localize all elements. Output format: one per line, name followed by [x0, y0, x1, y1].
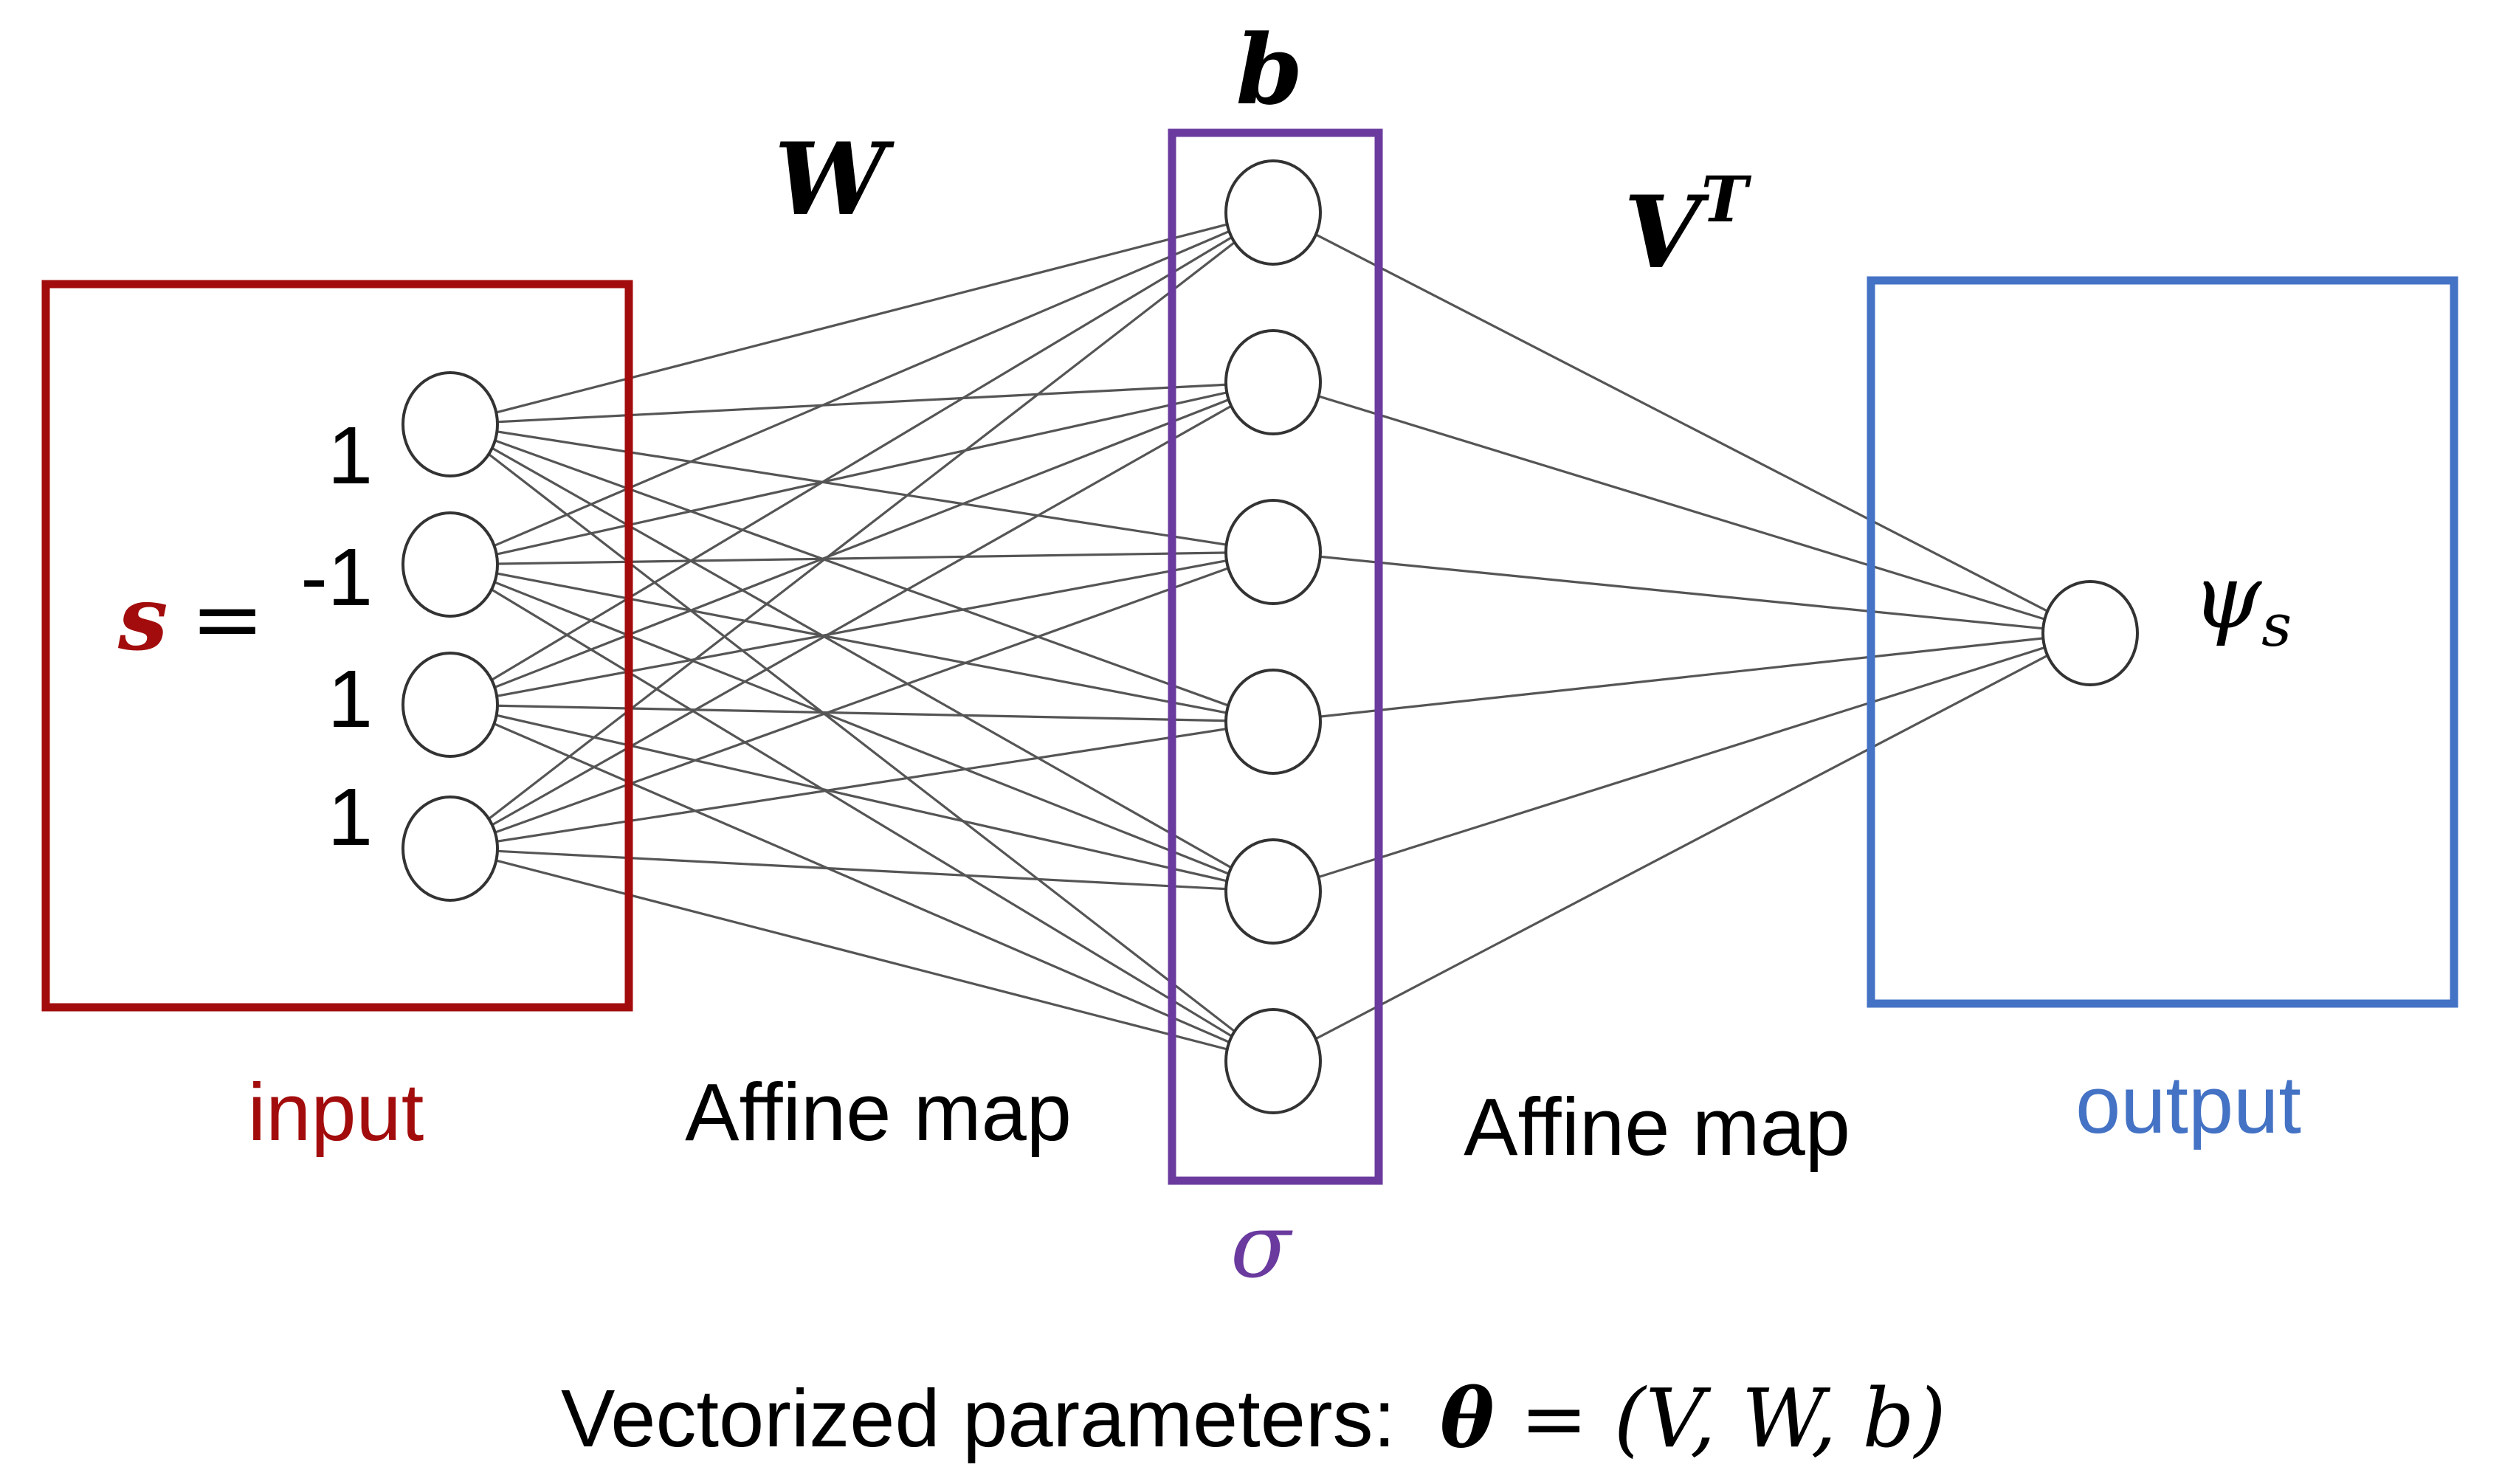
parameters-tuple: (V, W, b)	[1614, 1371, 1946, 1466]
edge-input-2-hidden-1	[449, 211, 1274, 566]
edge-input-2-hidden-5	[449, 563, 1274, 893]
input-value-4: 1	[328, 772, 373, 863]
edge-input-1-hidden-5	[449, 423, 1274, 893]
input-node-2	[402, 511, 499, 618]
hidden-node-3	[1224, 499, 1322, 605]
hidden-node-6	[1224, 1008, 1322, 1114]
edge-hidden-5-output	[1272, 632, 2091, 893]
edge-input-3-hidden-6	[449, 703, 1274, 1063]
hidden-node-5	[1224, 838, 1322, 945]
edge-hidden-2-output	[1272, 381, 2091, 635]
edge-input-2-hidden-4	[449, 563, 1274, 723]
output-label: output	[2075, 1060, 2301, 1150]
input-equals-sign: =	[190, 568, 265, 671]
edge-input-4-hidden-5	[449, 847, 1274, 893]
parameters-caption: Vectorized parameters: θ = (V, W, b)	[561, 1370, 1946, 1466]
parameters-equals: =	[1520, 1371, 1588, 1466]
edge-input-3-hidden-1	[449, 211, 1274, 706]
edge-input-3-hidden-4	[449, 703, 1274, 723]
edge-input-1-hidden-2	[449, 381, 1274, 426]
activation-sigma-symbol: σ	[1230, 1195, 1293, 1298]
edge-input-2-hidden-6	[449, 563, 1274, 1063]
edge-input-2-hidden-2	[449, 381, 1274, 566]
edge-input-4-hidden-6	[449, 847, 1274, 1063]
edge-hidden-1-output	[1272, 211, 2091, 635]
psi-symbol: ψ	[2192, 546, 2263, 649]
output-box	[1867, 276, 2458, 1008]
edge-input-1-hidden-6	[449, 423, 1274, 1063]
edge-input-4-hidden-1	[449, 211, 1274, 850]
input-value-3: 1	[328, 654, 373, 745]
edge-input-3-hidden-2	[449, 381, 1274, 706]
second-affine-map-label: Affine map	[1464, 1082, 1850, 1173]
edge-input-2-hidden-3	[449, 551, 1274, 566]
theta-symbol: θ	[1440, 1370, 1494, 1466]
edge-input-1-hidden-3	[449, 423, 1274, 553]
input-label: input	[248, 1067, 424, 1158]
bias-symbol: b	[1236, 13, 1303, 126]
edges	[449, 211, 2091, 1063]
nodes	[402, 159, 2139, 1114]
edge-input-1-hidden-4	[449, 423, 1274, 723]
parameters-prefix: Vectorized parameters:	[561, 1373, 1396, 1464]
edge-hidden-3-output	[1272, 551, 2091, 635]
hidden-node-1	[1224, 159, 1322, 266]
edge-input-3-hidden-3	[449, 551, 1274, 706]
edge-input-3-hidden-5	[449, 703, 1274, 893]
input-vector-symbol: s	[117, 567, 168, 671]
psi-subscript: s	[2261, 591, 2292, 660]
input-node-1	[402, 371, 499, 477]
input-node-3	[402, 652, 499, 758]
input-node-4	[402, 796, 499, 902]
output-node	[2041, 580, 2139, 686]
input-value-2: -1	[300, 532, 373, 623]
edge-input-4-hidden-2	[449, 381, 1274, 850]
edge-input-4-hidden-4	[449, 720, 1274, 850]
input-value-1: 1	[328, 410, 373, 501]
output-psi-symbol: ψs	[2192, 546, 2292, 660]
hidden-box	[1168, 128, 1383, 1185]
v-transpose-symbol: VT	[1624, 163, 1752, 291]
hidden-node-4	[1224, 669, 1322, 775]
w-matrix-symbol: W	[774, 120, 895, 238]
first-affine-map-label: Affine map	[685, 1067, 1072, 1158]
input-box	[41, 280, 633, 1012]
hidden-node-2	[1224, 329, 1322, 435]
edge-input-4-hidden-3	[449, 551, 1274, 850]
transpose-superscript: T	[1701, 163, 1752, 237]
edge-hidden-4-output	[1272, 632, 2091, 723]
v-matrix-symbol: V	[1624, 173, 1710, 291]
edge-hidden-6-output	[1272, 632, 2091, 1063]
edge-input-1-hidden-1	[449, 211, 1274, 426]
